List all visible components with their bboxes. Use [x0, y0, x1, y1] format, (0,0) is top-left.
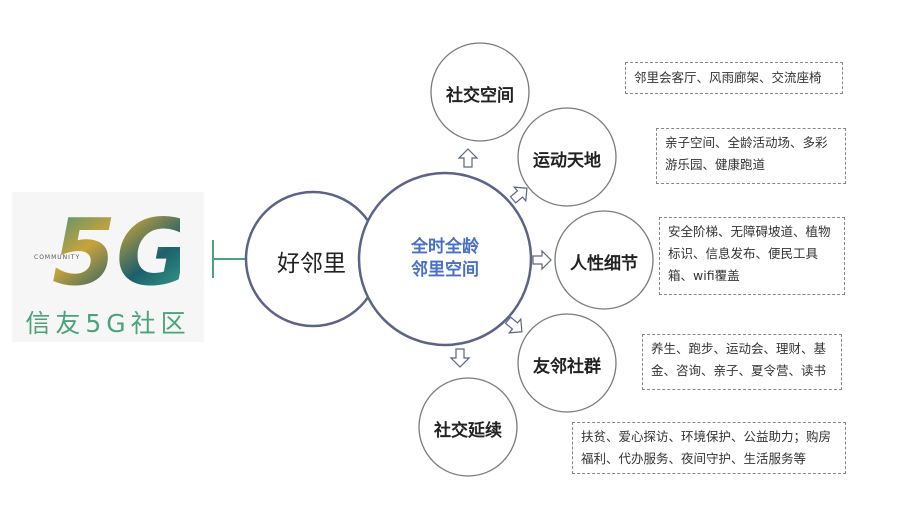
logo-title: 信友5G社区 [25, 309, 191, 338]
arrow-community [504, 316, 523, 334]
description-box-community: 养生、跑步、运动会、理财、基金、咨询、亲子、夏令营、读书 [642, 334, 842, 390]
logo-panel: 5G COMMUNITY 信友5G社区 [12, 192, 204, 342]
description-box-social-space: 邻里会客厅、风雨廊架、交流座椅 [625, 62, 843, 94]
hub-circle-center [357, 171, 533, 347]
hub-left-label: 好邻里 [277, 251, 346, 277]
node-circle-sports [517, 107, 617, 207]
node-circle-continuation [418, 377, 518, 477]
node-label-details: 人性细节 [570, 254, 638, 274]
logo-5g-mark: 5G [52, 200, 180, 296]
description-box-sports: 亲子空间、全龄活动场、多彩游乐园、健康跑道 [656, 128, 846, 184]
node-circle-social-space [430, 42, 530, 142]
node-label-continuation: 社交延续 [434, 421, 502, 441]
node-circle-details [554, 210, 654, 310]
description-box-continuation: 扶贫、爱心探访、环境保护、公益助力；购房福利、代办服务、夜间守护、生活服务等 [572, 422, 846, 474]
hub-center-line1: 全时全龄 [411, 237, 479, 257]
arrow-details [532, 249, 552, 271]
logo-community-text: COMMUNITY [34, 254, 81, 261]
node-label-sports: 运动天地 [533, 151, 601, 171]
node-label-social-space: 社交空间 [446, 86, 514, 106]
arrow-group [449, 148, 552, 368]
hub-center-label: 全时全龄 邻里空间 [395, 236, 495, 282]
arrow-social-space [457, 148, 479, 168]
arrow-continuation [449, 348, 471, 368]
logo-5g-glyph: 5G [52, 200, 180, 296]
description-box-details: 安全阶梯、无障碍坡道、植物标识、信息发布、便民工具箱、wifi覆盖 [659, 217, 845, 295]
node-circle-community [517, 313, 617, 413]
node-label-community: 友邻社群 [533, 357, 601, 377]
hub-center-line2: 邻里空间 [411, 260, 479, 280]
arrow-sports [509, 186, 528, 204]
